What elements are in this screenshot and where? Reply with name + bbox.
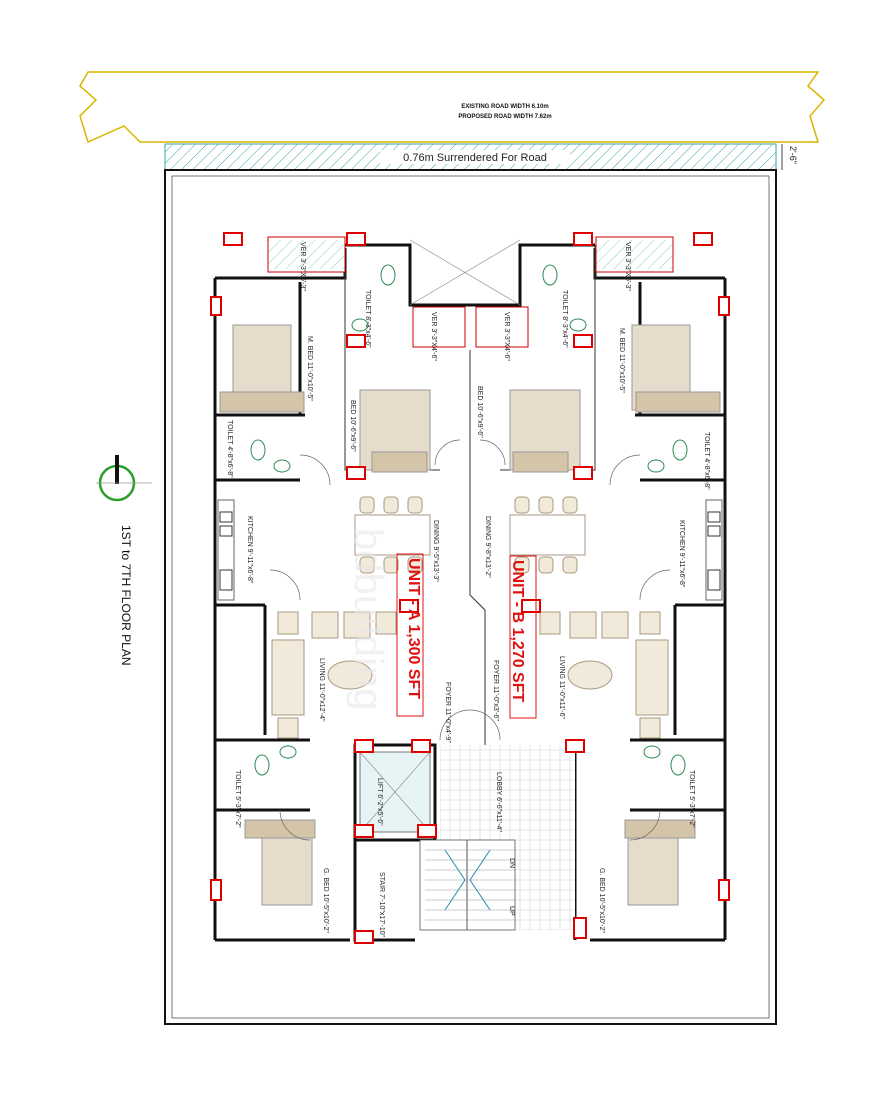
kitchen-counters <box>217 499 723 601</box>
m-bed-b-label: M. BED 11'-0"x10'-5" <box>618 328 625 393</box>
structural-columns <box>210 232 730 944</box>
ver-mid-b-label: VER 3'-3"X4'-6" <box>503 312 510 361</box>
toilet-top-a-label: TOILET 8'-3"x4'-6" <box>364 290 371 348</box>
surrender-dimension: 2'-6" <box>788 146 798 164</box>
plot-boundary <box>164 169 777 1025</box>
lift-label: LIFT 6'-2"x5'-6" <box>376 778 383 826</box>
north-arrow-icon <box>96 455 152 502</box>
verandah-blocks <box>267 236 674 348</box>
toilet-bot-b-label: TOILET 5'-3"x7'-2" <box>688 770 695 828</box>
door-swings <box>269 439 671 841</box>
surrender-label: 0.76m Surrendered For Road <box>403 152 547 164</box>
bed-b-label: BED 10'-6"x9'-6" <box>476 386 483 438</box>
lift-cross <box>359 751 431 833</box>
floor-title: 1ST to 7TH FLOOR PLAN <box>119 525 133 666</box>
toilet-mid-a-label: TOILET 4'-8"x6'-8" <box>226 420 233 478</box>
living-furniture <box>271 611 669 739</box>
toilet-top-b-label: TOILET 8'-3"x4'-6" <box>561 290 568 348</box>
dining-furniture <box>354 496 586 574</box>
foyer-a-label: FOYER 11'-0"x4'-9" <box>444 682 451 743</box>
stair-down-label: DN <box>508 858 515 868</box>
foyer-b-label: FOYER 11'-0"x3'-6" <box>492 660 499 721</box>
road-existing-label: EXISTING ROAD WIDTH 6.10m <box>461 104 548 110</box>
road-proposed-label: PROPOSED ROAD WIDTH 7.62m <box>458 114 551 120</box>
dining-a-label: DINING 9'-5"x13'-3" <box>432 520 439 582</box>
dining-b-label: DINING 9'-8"x13'-2" <box>484 516 491 578</box>
watermark: bdbuilding <box>346 528 390 710</box>
unit-b-label: UNIT - B 1,270 SFT <box>509 560 526 702</box>
unit-a-box <box>396 553 424 717</box>
stair-icon <box>419 839 516 931</box>
g-bed-a-label: G. BED 10'-5"x10'-2" <box>322 868 329 933</box>
living-b-label: LIVING 11'-0"x11'-6" <box>558 656 565 720</box>
ver-top-a-label: VER 3'-3"X6'-3" <box>299 242 306 291</box>
lobby-label: LOBBY 6'-6"x11'-4" <box>495 772 502 832</box>
toilet-mid-b-label: TOILET 4'-8"x6'-8" <box>703 432 710 490</box>
bed-furniture <box>219 324 721 906</box>
void-marking <box>409 239 521 306</box>
toilet-bot-a-label: TOILET 5'-3"x7'-2" <box>234 770 241 828</box>
surrender-strip: 0.76m Surrendered For Road 2'-6" <box>164 143 798 171</box>
bed-a-label: BED 10'-6"x9'-6" <box>349 400 356 452</box>
road-strip: EXISTING ROAD WIDTH 6.10m PROPOSED ROAD … <box>79 71 826 144</box>
toilet-fixtures <box>250 264 688 776</box>
stair-label: STAIR 7'-10"x17'-10" <box>378 872 385 938</box>
m-bed-a-label: M. BED 11'-0"x10'-5" <box>306 336 313 401</box>
ver-mid-a-label: VER 3'-3"X4'-6" <box>430 312 437 361</box>
unit-a-label: UNIT - A 1,300 SFT <box>405 558 422 699</box>
ver-top-b-label: VER 3'-3"X6'-3" <box>624 242 631 291</box>
stair-up-label: UP <box>508 906 515 916</box>
unit-b-box <box>509 555 537 719</box>
setback-line <box>171 175 770 1019</box>
living-a-label: LIVING 11'-0"x12'-4" <box>318 658 325 722</box>
kitchen-b-label: KITCHEN 9'-11"x6'-8" <box>678 520 685 588</box>
kitchen-a-label: KITCHEN 9'-11"x6'-8" <box>246 516 253 584</box>
g-bed-b-label: G. BED 10'-5"x10'-2" <box>598 868 605 933</box>
